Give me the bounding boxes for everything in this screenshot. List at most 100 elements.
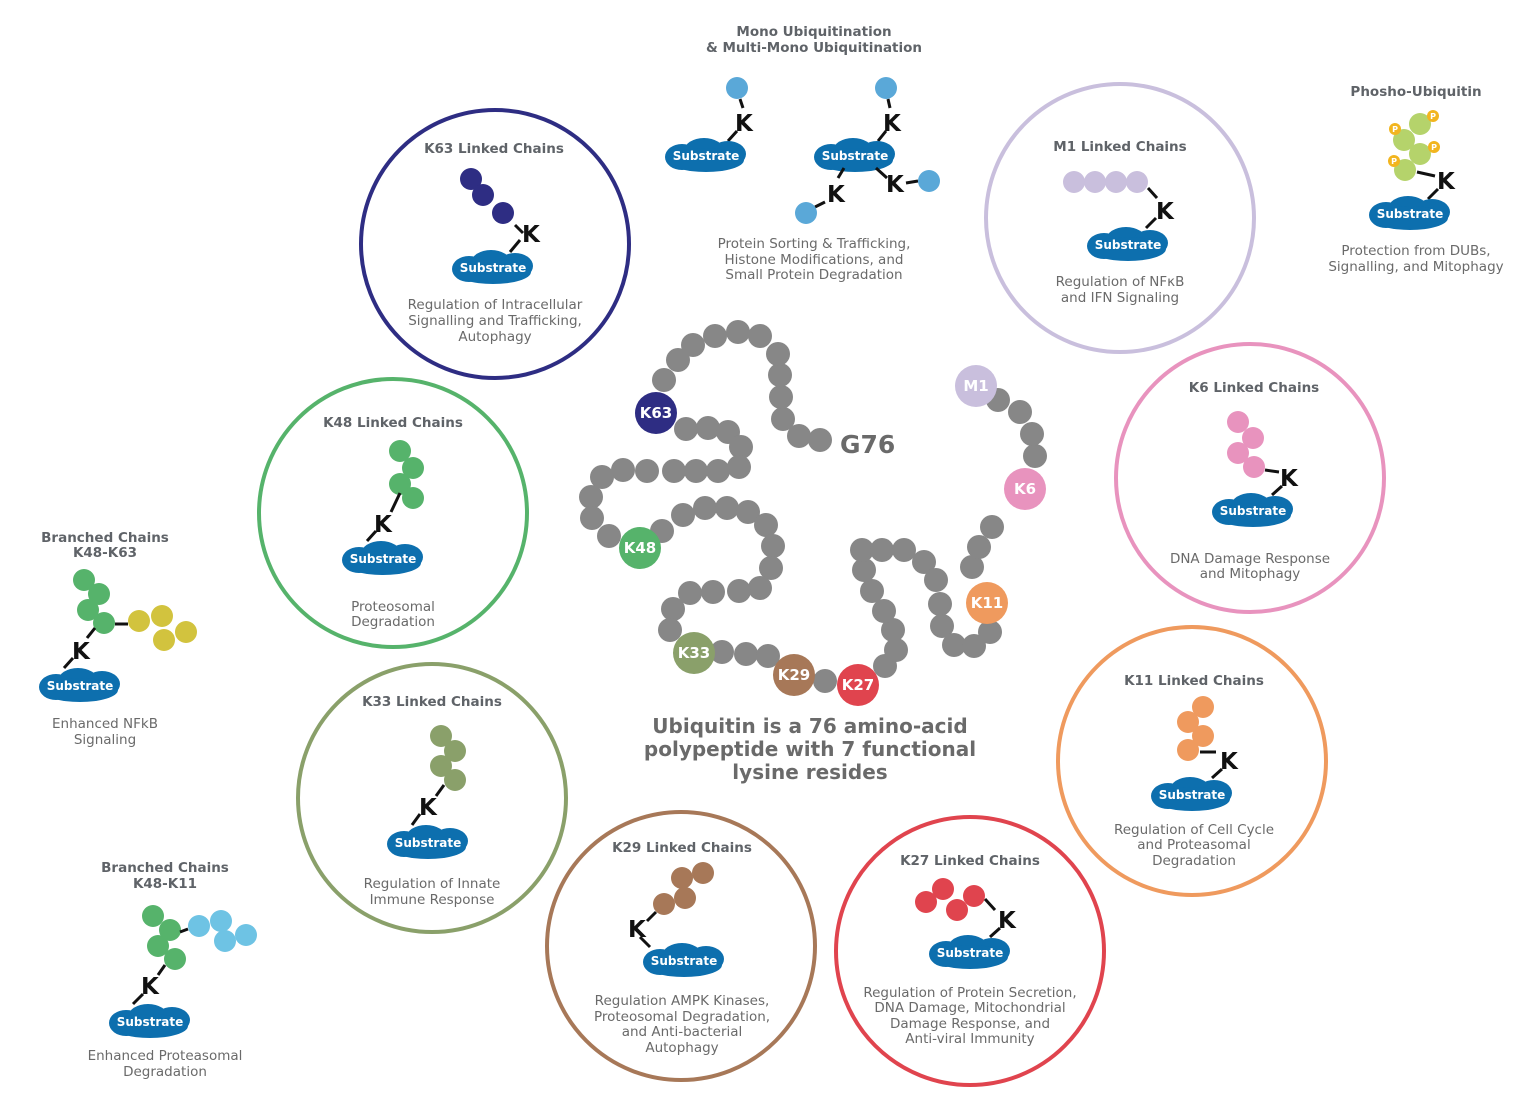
k63-ring	[359, 108, 631, 380]
svg-text:P: P	[1391, 157, 1397, 166]
lysine-k33-label: K33	[678, 644, 711, 662]
chain-bead	[748, 324, 772, 348]
k29-desc-1: Regulation AMPK Kinases,	[595, 993, 770, 1009]
k27-desc-2: DNA Damage, Mitochondrial	[874, 1000, 1065, 1016]
lysine-k27-label: K27	[842, 676, 875, 694]
chain-bead	[962, 634, 986, 658]
chain-bead	[1020, 422, 1044, 446]
phospho-panel: Phosho-Ubiquitin P P P P K Substrate Pro…	[1328, 84, 1503, 275]
branched-k48-k11-panel: Branched Chains K48-K11 K Substrate Enha…	[88, 860, 257, 1080]
k11-panel: K11 Linked Chains K Substrate Regulation…	[1114, 673, 1274, 869]
mono-substrate: Substrate	[673, 149, 740, 163]
branched-k63-green-chain	[73, 569, 115, 634]
chain-bead	[652, 368, 676, 392]
polypeptide-chain	[579, 320, 1047, 693]
phospho-chain	[1393, 113, 1431, 181]
k63-lysine: K	[522, 222, 541, 248]
branched-k11-blue-chain	[188, 910, 257, 952]
mono-panel: Mono Ubiquitination & Multi-Mono Ubiquit…	[665, 24, 940, 283]
chain-bead	[942, 633, 966, 657]
g76-label: G76	[840, 430, 895, 459]
chain-bead	[678, 581, 702, 605]
k29-title: K29 Linked Chains	[612, 840, 752, 856]
lysine-k29-label: K29	[778, 666, 811, 684]
k6-ring	[1114, 342, 1386, 614]
lysine-k11-label: K11	[971, 594, 1004, 612]
chain-bead	[693, 496, 717, 520]
k27-title: K27 Linked Chains	[900, 853, 1040, 869]
chain-bead	[696, 416, 720, 440]
chain-bead	[1008, 400, 1032, 424]
lysine-k63-label: K63	[640, 404, 673, 422]
k27-ring	[834, 815, 1106, 1087]
lysine-k27-bead	[837, 664, 879, 706]
k29-ring	[545, 810, 817, 1082]
mono-title-1: Mono Ubiquitination	[736, 24, 891, 40]
phospho-desc-2: Signalling, and Mitophagy	[1328, 259, 1503, 275]
chain-bead	[930, 614, 954, 638]
chain-bead	[671, 503, 695, 527]
chain-bead	[756, 644, 780, 668]
chain-bead	[666, 348, 690, 372]
chain-bead	[1023, 444, 1047, 468]
k29-desc-4: Autophagy	[645, 1040, 718, 1056]
branched-k11-desc-2: Degradation	[123, 1064, 207, 1080]
k11-lysine: K	[1220, 749, 1239, 775]
lysine-k48-bead	[619, 527, 661, 569]
svg-text:P: P	[1392, 125, 1398, 134]
chain-bead	[787, 424, 811, 448]
chain-bead	[590, 465, 614, 489]
chain-bead	[684, 459, 708, 483]
chain-bead	[727, 579, 751, 603]
lysine-k6-bead	[1004, 468, 1046, 510]
chain-bead	[759, 556, 783, 580]
lysine-k48-label: K48	[624, 539, 657, 557]
k63-title: K63 Linked Chains	[424, 141, 564, 157]
chain-bead	[769, 385, 793, 409]
branched-k11-substrate: Substrate	[117, 1015, 184, 1029]
chain-bead	[872, 599, 896, 623]
k33-ring	[296, 662, 568, 934]
k29-desc-2: Proteosomal Degradation,	[594, 1009, 770, 1025]
phospho-lysine: K	[1437, 169, 1456, 195]
k63-chain	[460, 168, 514, 224]
m1-desc-1: Regulation of NFκB	[1056, 274, 1185, 290]
k33-title: K33 Linked Chains	[362, 694, 502, 710]
branched-k11-title-1: Branched Chains	[101, 860, 229, 876]
k11-chain	[1177, 696, 1214, 761]
central-caption-line3: lysine resides	[732, 760, 887, 784]
central-caption-line2: polypeptide with 7 functional	[644, 737, 976, 761]
chain-bead	[771, 407, 795, 431]
branched-k63-lysine: K	[72, 639, 91, 665]
multi-lysine-right: K	[886, 172, 905, 198]
chain-bead	[960, 555, 984, 579]
chain-bead	[813, 669, 837, 693]
chain-bead	[850, 538, 874, 562]
k63-desc-1: Regulation of Intracellular	[408, 297, 583, 313]
k6-lysine: K	[1280, 466, 1299, 492]
k29-substrate: Substrate	[651, 954, 718, 968]
chain-bead	[715, 496, 739, 520]
k27-chain	[915, 878, 985, 921]
mono-desc-3: Small Protein Degradation	[725, 267, 902, 283]
k27-substrate: Substrate	[937, 946, 1004, 960]
branched-k63-desc-2: Signaling	[74, 732, 136, 748]
m1-lysine: K	[1156, 199, 1175, 225]
lysine-k33-bead	[673, 632, 715, 674]
lysine-m1-bead	[955, 365, 997, 407]
k6-chain	[1227, 411, 1265, 478]
chain-bead	[884, 638, 908, 662]
lysine-m1-label: M1	[963, 377, 988, 395]
chain-bead	[706, 459, 730, 483]
k11-desc-3: Degradation	[1152, 853, 1236, 869]
chain-bead	[701, 580, 725, 604]
chain-bead	[580, 506, 604, 530]
chain-bead	[635, 459, 659, 483]
chain-bead	[736, 500, 760, 524]
branched-k63-substrate: Substrate	[47, 679, 114, 693]
chain-bead	[860, 579, 884, 603]
lysine-markers: K63 K48 K33 K29 K27 K11 K6 M1	[619, 365, 1046, 706]
k29-desc-3: and Anti-bacterial	[622, 1024, 743, 1040]
m1-ring	[984, 82, 1256, 354]
